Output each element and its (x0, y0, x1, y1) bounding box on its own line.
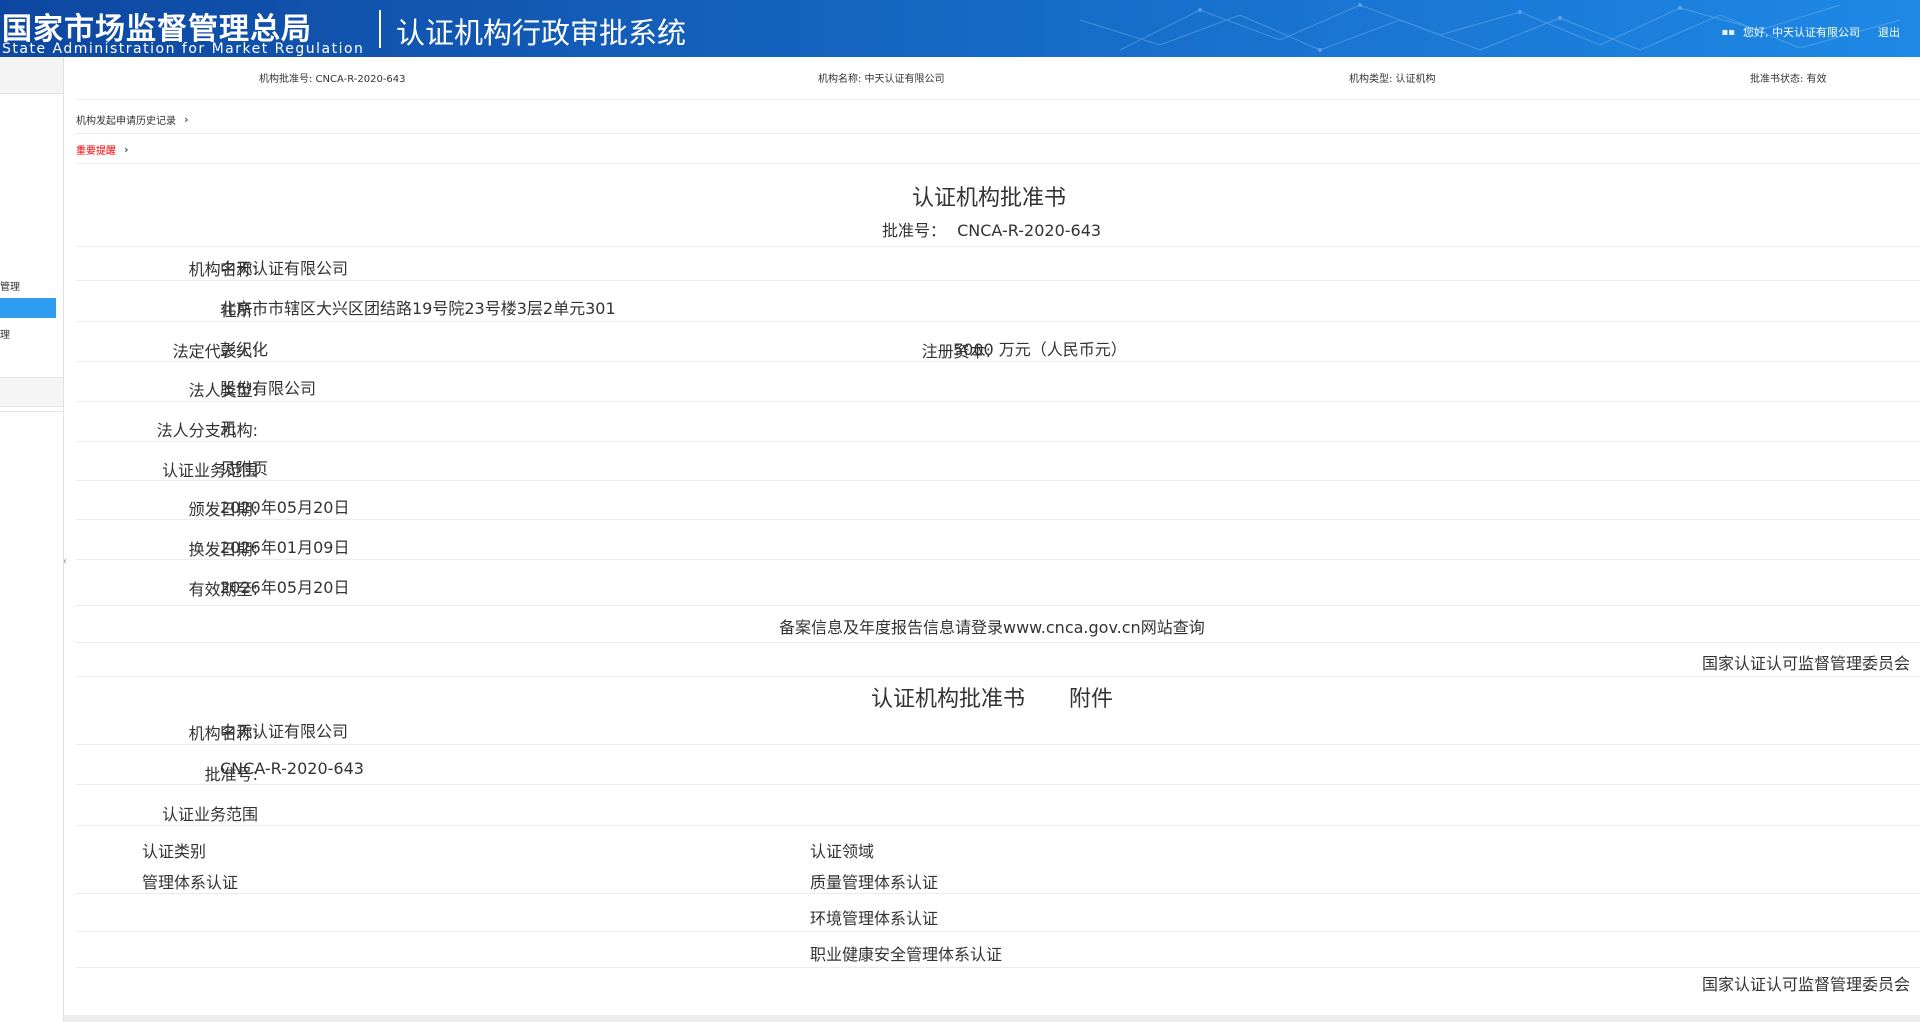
header-divider (379, 10, 381, 48)
scope-header-category: 认证类别 (142, 842, 207, 861)
grid-icon: ▪▪ (1721, 26, 1735, 38)
sidebar-section-band[interactable] (0, 377, 63, 407)
field-label-branch: 法人分支机构: (156, 421, 258, 440)
history-link-label: 机构发起申请历史记录 (76, 116, 176, 127)
org-name-cn: 国家市场监督管理总局 (2, 12, 312, 47)
field-value-issue-date: 2020年05月20日 (220, 498, 350, 517)
network-decoration (1079, 3, 1901, 52)
info-approval-no: 机构批准号: CNCA-R-2020-643 (259, 74, 406, 85)
chevron-right-icon: › (184, 113, 189, 126)
scope-field-value: 职业健康安全管理体系认证 (810, 945, 1003, 964)
issuer-signature: 国家认证认可监督管理委员会 (1701, 654, 1910, 673)
org-name-en: State Administration for Market Regulati… (2, 41, 365, 57)
divider (76, 246, 1920, 247)
field-value-scope: 见附页 (220, 459, 269, 478)
divider (76, 825, 1920, 826)
history-link[interactable]: 机构发起申请历史记录 › (76, 112, 189, 127)
field-value-valid-until: 2026年05月20日 (220, 578, 350, 597)
divider (76, 784, 1920, 785)
approval-no-value: CNCA-R-2020-643 (957, 221, 1102, 240)
bottom-scroll-bar[interactable] (64, 1015, 1920, 1022)
filing-notice: 备案信息及年度报告信息请登录www.cnca.gov.cn网站查询 (779, 618, 1205, 637)
important-reminder-label: 重要提醒 (76, 146, 116, 157)
divider (76, 893, 1920, 894)
certificate-title: 认证机构批准书 (912, 186, 1067, 211)
info-org-type: 机构类型: 认证机构 (1349, 74, 1436, 85)
field-value-capital: 5000 万元（人民币元） (953, 340, 1127, 359)
org-info-bar: 机构批准号: CNCA-R-2020-643 机构名称: 中天认证有限公司 机构… (64, 67, 1920, 87)
divider (76, 280, 1920, 281)
field-label-legal-type: 法人类型: (188, 381, 258, 400)
divider (76, 401, 1920, 402)
field-label-scope: 认证业务范围 (161, 461, 258, 480)
info-status: 批准书状态: 有效 (1750, 74, 1827, 85)
sidebar-item-active[interactable] (0, 298, 56, 318)
header-user-area: ▪▪ 您好, 中天认证有限公司 退出 (1721, 24, 1900, 40)
attachment-title: 认证机构批准书 附件 (871, 687, 1114, 712)
info-org-name: 机构名称: 中天认证有限公司 (818, 74, 945, 85)
sidebar-item-3[interactable]: 理 (0, 330, 10, 341)
scope-header-field: 认证领域 (810, 842, 875, 861)
field-label-valid-until: 有效期至: (188, 580, 258, 599)
divider (76, 642, 1920, 643)
divider (76, 967, 1920, 968)
user-greeting: 您好, 中天认证有限公司 (1743, 26, 1860, 39)
field-label-legal-rep: 法定代表人: (172, 342, 258, 361)
field-label-org-name: 机构名称: (188, 260, 258, 279)
scope-field-value: 环境管理体系认证 (810, 909, 939, 928)
field-value-reissue-date: 2026年01月09日 (220, 538, 350, 557)
user-menu[interactable]: ▪▪ 您好, 中天认证有限公司 (1721, 24, 1860, 40)
field-value-org-name: 中天认证有限公司 (220, 259, 349, 278)
important-reminder-link[interactable]: 重要提醒 › (76, 142, 129, 157)
certificate-approval-no-row: 批准号： CNCA-R-2020-643 (882, 217, 1101, 241)
divider (76, 559, 1920, 560)
divider (76, 99, 1920, 100)
divider (76, 931, 1920, 932)
attachment-label-approval-no: 批准号: (204, 765, 258, 784)
system-title: 认证机构行政审批系统 (396, 16, 687, 50)
attachment-value-approval-no: CNCA-R-2020-643 (220, 759, 364, 778)
divider (76, 480, 1920, 481)
sidebar-collapse-icon[interactable]: ‹ (63, 556, 67, 567)
attachment-value-org-name: 中天认证有限公司 (220, 722, 349, 741)
top-header: 国家市场监督管理总局 State Administration for Mark… (0, 0, 1920, 57)
sidebar: 管理 理 (0, 57, 64, 1022)
sidebar-top-bar (0, 57, 63, 94)
divider (76, 676, 1920, 677)
attachment-label-scope: 认证业务范围 (161, 805, 258, 824)
sidebar-item-manage[interactable]: 管理 (0, 282, 20, 293)
attachment-label-org-name: 机构名称: (188, 724, 258, 743)
main-content: 机构批准号: CNCA-R-2020-643 机构名称: 中天认证有限公司 机构… (64, 57, 1920, 1022)
divider (76, 744, 1920, 745)
divider (76, 361, 1920, 362)
divider (76, 133, 1920, 134)
approval-no-label: 批准号： (882, 221, 947, 240)
divider (76, 321, 1920, 322)
divider (76, 605, 1920, 606)
field-label-address: 住所: (220, 301, 258, 320)
field-value-branch: 无 (220, 419, 237, 438)
attachment-issuer-signature: 国家认证认可监督管理委员会 (1701, 975, 1910, 994)
field-value-legal-type: 股份有限公司 (220, 379, 317, 398)
field-value-legal-rep: 彭纪化 (220, 340, 269, 359)
field-label-issue-date: 颁发日期: (188, 500, 258, 519)
scope-category-value: 管理体系认证 (142, 873, 239, 892)
chevron-right-icon: › (124, 143, 129, 156)
divider (76, 519, 1920, 520)
divider (76, 441, 1920, 442)
sidebar-divider (0, 411, 63, 412)
field-label-reissue-date: 换发日期: (188, 540, 258, 559)
logout-link[interactable]: 退出 (1878, 26, 1900, 39)
field-value-address: 北京市市辖区大兴区团结路19号院23号楼3层2单元301 (220, 299, 616, 318)
divider (76, 163, 1920, 164)
scope-field-value: 质量管理体系认证 (810, 873, 939, 892)
field-label-capital: 注册资本: (921, 342, 991, 361)
